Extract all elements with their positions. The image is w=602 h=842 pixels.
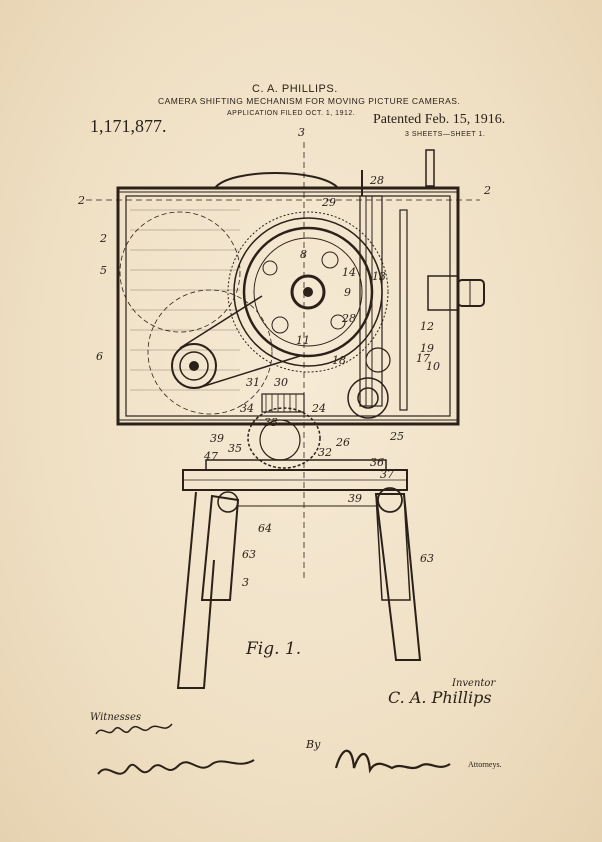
ref-numeral: 10 [426, 360, 440, 373]
witness-signature-2 [97, 759, 255, 775]
ref-numeral: 3 [298, 126, 305, 139]
attorneys-label: Attorneys. [468, 760, 502, 769]
main-gear [227, 211, 389, 373]
patented-date: Patented Feb. 15, 1916. [373, 112, 506, 127]
ref-numeral: 2 [99, 232, 107, 245]
ref-numeral: 36 [370, 456, 384, 469]
ref-numeral: 28 [369, 174, 384, 187]
ref-numeral: 30 [274, 376, 288, 389]
ref-numeral: 63 [242, 548, 256, 561]
ref-numeral: 33 [264, 416, 278, 429]
ref-numeral: 29 [321, 196, 336, 209]
ref-numeral: 26 [335, 436, 350, 449]
ref-numeral: 13 [372, 270, 386, 283]
ref-numeral: 47 [203, 450, 218, 463]
ref-numeral: 14 [342, 266, 356, 279]
ref-numeral: 34 [240, 402, 254, 415]
ref-numeral: 2 [483, 184, 491, 197]
witness-signature-1 [95, 723, 173, 735]
sheet-count: 3 SHEETS—SHEET 1. [405, 131, 486, 138]
patent-number: 1,171,877. [90, 116, 167, 136]
ref-numeral: 3 [242, 576, 249, 589]
ref-numeral: 28 [341, 312, 356, 325]
by-label: By [306, 738, 321, 751]
lens [427, 275, 485, 311]
ref-numeral: 18 [332, 354, 346, 367]
drive-pulley [171, 295, 301, 389]
tripod [176, 487, 422, 689]
attorney-signature [334, 749, 451, 774]
application-filed: APPLICATION FILED OCT. 1, 1912. [227, 110, 356, 117]
ref-numeral: 2 [77, 194, 85, 207]
ref-numeral: 32 [318, 446, 332, 459]
witnesses-label: Witnesses [90, 712, 141, 723]
ref-numeral: 64 [258, 522, 272, 535]
ref-numeral: 6 [96, 350, 103, 363]
figure-label: Fig. 1. [245, 639, 301, 659]
inventor-heading: C. A. PHILLIPS. [252, 83, 338, 95]
ref-numeral: 39 [348, 492, 362, 505]
ref-numeral: 35 [228, 442, 242, 455]
ref-numeral: 8 [300, 248, 307, 261]
ref-numeral: 24 [311, 402, 326, 415]
ref-numeral: 9 [344, 286, 351, 299]
ref-numeral: 12 [420, 320, 434, 333]
inventor-label: Inventor [452, 678, 496, 689]
patent-title: CAMERA SHIFTING MECHANISM FOR MOVING PIC… [158, 96, 461, 106]
ref-numeral: 11 [296, 334, 310, 347]
ref-numeral: 63 [420, 552, 434, 565]
ref-numeral: 17 [416, 352, 430, 365]
ref-numeral: 39 [210, 432, 224, 445]
ref-numeral: 19 [420, 342, 434, 355]
ref-numeral: 31 [246, 376, 260, 389]
reference-numerals: 3 2 2 28 29 2 5 8 13 14 9 12 6 28 11 19 … [77, 126, 491, 589]
ref-numeral: 25 [389, 430, 404, 443]
ref-numeral: 5 [100, 264, 107, 277]
ref-numeral: 37 [380, 468, 394, 481]
inventor-signature: C. A. Phillips [388, 688, 492, 707]
